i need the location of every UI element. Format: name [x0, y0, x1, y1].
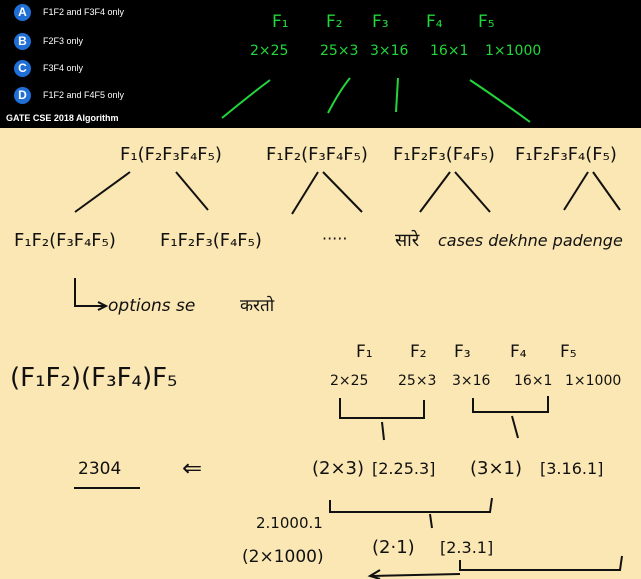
green-label-f3: F₃	[372, 12, 389, 32]
saare-text: सारे	[395, 229, 420, 251]
option-b-text: F2F3 only	[43, 36, 84, 46]
split-4: F₁F₂F₃F₄(F₅)	[515, 144, 617, 165]
step1-a: (2×3)	[312, 458, 364, 479]
step2-b: (2×1000)	[242, 547, 324, 567]
green-label-f1: F₁	[272, 12, 289, 32]
exam-tag: GATE CSE 2018 Algorithm	[6, 113, 119, 123]
option-d-text: F1F2 and F4F5 only	[43, 90, 125, 100]
split-3: F₁F₂F₃(F₄F₅)	[393, 144, 495, 165]
grouping: (F₁F₂)(F₃F₄)F₅	[10, 363, 177, 393]
label2-f2: F₂	[410, 342, 427, 362]
option-a-text: F1F2 and F3F4 only	[43, 7, 125, 17]
sub-split-1: F₁F₂(F₃F₄F₅)	[14, 230, 116, 251]
step1-b: [2.25.3]	[372, 459, 435, 478]
green-strokes	[221, 77, 531, 123]
dim2-5: 1×1000	[565, 373, 621, 389]
label2-f5: F₅	[560, 342, 577, 362]
options-note: options se	[108, 296, 195, 316]
label2-f1: F₁	[356, 342, 373, 362]
split-2: F₁F₂(F₃F₄F₅)	[266, 144, 368, 165]
dim2-3: 3×16	[452, 373, 491, 389]
step1-c: (3×1)	[470, 458, 522, 479]
green-label-f4: F₄	[426, 12, 443, 32]
option-d[interactable]: D F1F2 and F4F5 only	[14, 86, 124, 104]
green-dim-3: 3×16	[370, 43, 409, 59]
label2-f3: F₃	[454, 342, 471, 362]
dim2-4: 16×1	[514, 373, 552, 389]
ellipsis: ·····	[322, 229, 347, 248]
options-arrow	[74, 278, 109, 311]
dim2-2: 25×3	[398, 373, 436, 389]
bracket-strokes	[329, 396, 623, 571]
answer-value: 2304	[78, 459, 121, 479]
option-c-badge: C	[14, 59, 31, 77]
bottom-arrow	[367, 569, 461, 579]
green-dim-5: 1×1000	[485, 43, 541, 59]
option-c-text: F3F4 only	[43, 63, 84, 73]
step2-d: [2.3.1]	[440, 538, 493, 557]
sub-split-2: F₁F₂F₃(F₄F₅)	[160, 230, 262, 251]
step1-d: [3.16.1]	[540, 459, 603, 478]
split-1: F₁(F₂F₃F₄F₅)	[120, 144, 222, 165]
green-dim-1: 2×25	[250, 43, 288, 59]
cases-text: cases dekhne padenge	[438, 231, 623, 250]
option-d-badge: D	[14, 86, 31, 104]
green-label-f2: F₂	[326, 12, 343, 32]
label2-f4: F₄	[510, 342, 527, 362]
karenge-text: करतो	[240, 295, 275, 316]
green-dim-2: 25×3	[320, 43, 358, 59]
option-c[interactable]: C F3F4 only	[14, 59, 83, 77]
step2-a: 2.1000.1	[256, 514, 323, 532]
option-b-badge: B	[14, 32, 31, 50]
option-a[interactable]: A F1F2 and F3F4 only	[14, 3, 124, 21]
option-b[interactable]: B F2F3 only	[14, 32, 83, 50]
tree-strokes	[74, 171, 621, 215]
step2-c: (2·1)	[372, 537, 415, 558]
option-a-badge: A	[14, 3, 31, 21]
question-banner: A F1F2 and F3F4 only B F2F3 only C F3F4 …	[0, 0, 641, 128]
implies-arrow: ⇐	[182, 454, 202, 482]
dim2-1: 2×25	[330, 373, 368, 389]
green-dim-4: 16×1	[430, 43, 468, 59]
green-label-f5: F₅	[478, 12, 495, 32]
